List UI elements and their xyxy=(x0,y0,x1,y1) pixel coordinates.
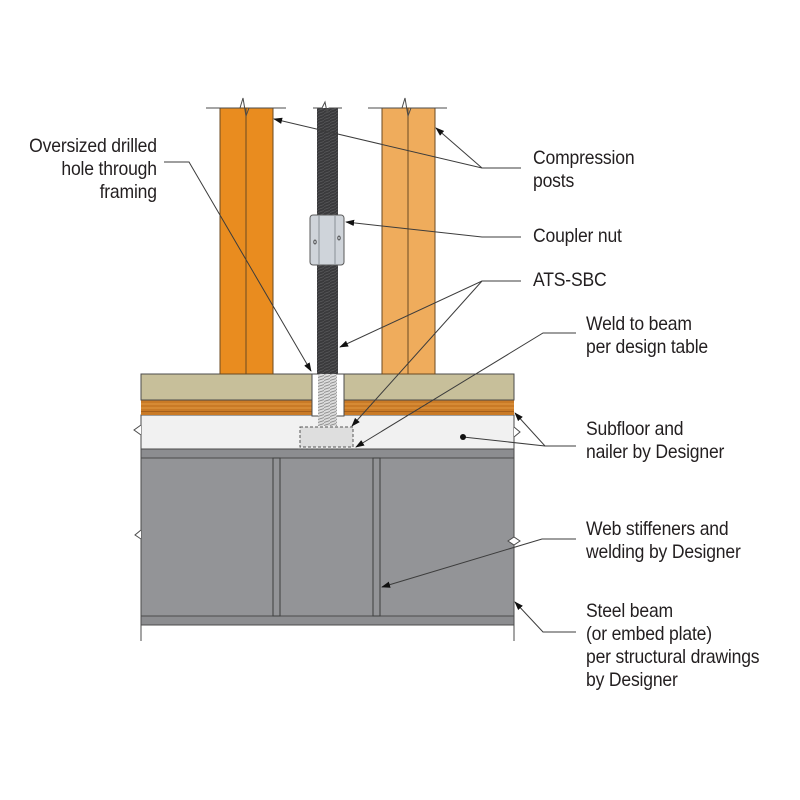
steel-beam xyxy=(134,448,521,641)
label-ats-sbc: ATS-SBC xyxy=(533,269,607,292)
nailer-break-left xyxy=(133,424,142,436)
label-coupler-nut: Coupler nut xyxy=(533,225,622,248)
beam-break-right xyxy=(507,536,521,546)
label-web-stiffeners: Web stiffeners and welding by Designer xyxy=(586,518,741,564)
label-line: Coupler nut xyxy=(533,225,622,247)
label-line: per design table xyxy=(586,336,709,358)
rod-in-hole xyxy=(318,374,337,426)
leader-nailer xyxy=(462,436,546,447)
compression-post-right xyxy=(368,97,447,375)
nailer-dot xyxy=(460,434,466,440)
web-stiffener-right xyxy=(372,457,381,617)
leader-compression-posts-right xyxy=(435,127,483,169)
leader-steel-beam xyxy=(514,601,576,633)
label-line: posts xyxy=(533,170,575,192)
leader-ats-sbc-plate xyxy=(351,280,483,427)
leader-subfloor xyxy=(514,412,576,447)
label-line: Oversized drilled xyxy=(29,135,157,157)
label-line: Weld to beam xyxy=(586,313,692,335)
label-line: Steel beam xyxy=(586,600,673,622)
label-line: by Designer xyxy=(586,669,678,691)
label-compression-posts: Compression posts xyxy=(533,147,635,193)
label-line: (or embed plate) xyxy=(586,623,712,645)
leader-web-stiffeners xyxy=(381,538,576,588)
compression-post-left xyxy=(206,97,286,375)
leader-coupler-nut xyxy=(345,219,521,238)
label-oversized-drilled-hole: Oversized drilled hole through framing xyxy=(29,135,157,204)
label-weld-to-beam: Weld to beam per design table xyxy=(586,313,708,359)
label-line: Compression xyxy=(533,147,635,169)
label-line: framing xyxy=(99,181,157,203)
beam-web xyxy=(140,457,515,617)
label-line: nailer by Designer xyxy=(586,441,725,463)
leader-weld xyxy=(355,332,576,448)
beam-break-left xyxy=(134,529,142,540)
label-line: Subfloor and xyxy=(586,418,684,440)
coupler-nut xyxy=(309,214,345,266)
label-line: Web stiffeners and xyxy=(586,518,729,540)
label-line: welding by Designer xyxy=(586,541,741,563)
label-line: ATS-SBC xyxy=(533,269,607,291)
label-line: hole through xyxy=(61,158,158,180)
label-line: per structural drawings xyxy=(586,646,760,668)
label-steel-beam: Steel beam (or embed plate) per structur… xyxy=(586,600,760,692)
nailer-break-right xyxy=(513,426,521,438)
beam-top-flange xyxy=(140,448,515,459)
beam-bottom-flange xyxy=(140,615,515,626)
label-subfloor-nailer: Subfloor and nailer by Designer xyxy=(586,418,724,464)
ats-sbc-plate xyxy=(299,426,354,448)
web-stiffener-left xyxy=(272,457,281,617)
leader-oversized-hole xyxy=(164,161,312,372)
